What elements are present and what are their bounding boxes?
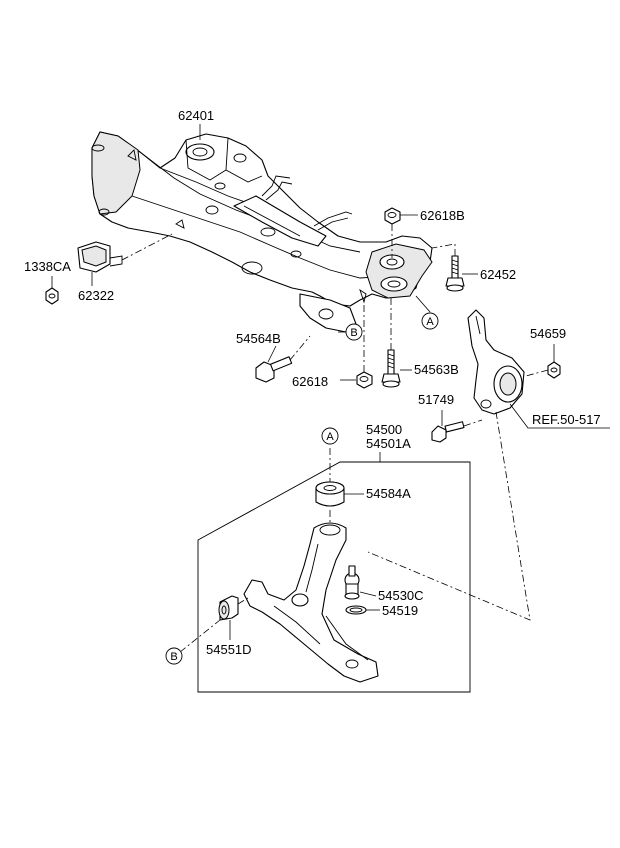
bolt-51749-icon [431,421,465,443]
nut-62618b-icon [384,207,401,225]
dash-knuckle-balljoint [367,411,531,621]
nut-62618-icon [356,371,373,389]
label-54530c: 54530C [378,588,424,603]
label-1338ca: 1338CA [24,259,71,274]
label-54659: 54659 [530,326,566,341]
marker-b-subframe: B [338,323,363,341]
bolt-62452-icon [445,255,465,292]
label-54501a: 54501A [366,436,411,451]
crossmember-subframe [91,131,433,333]
bushing-54551d-icon [218,595,239,621]
marker-b-lower-arm: B [165,647,183,665]
dash-54551d-arm [237,597,249,605]
leader-ref [509,403,610,429]
dash-62322 [121,233,173,261]
label-54564b: 54564B [236,331,281,346]
dash-54564b [289,335,311,361]
dash-b-bushing [179,619,221,653]
snap-ring-54519-icon [345,605,367,615]
label-62401: 62401 [178,108,214,123]
label-ref-50-517: REF.50-517 [532,412,601,427]
dash-54659 [525,369,549,377]
svg-text:B: B [170,651,177,663]
leader-54564b [267,345,277,363]
label-54500: 54500 [366,422,402,437]
nut-1338ca-icon [45,287,59,305]
label-54519: 54519 [382,603,418,618]
dash-51749 [463,419,483,427]
dash-62452 [431,243,456,256]
svg-text:B: B [350,327,357,339]
ball-joint-54530c-icon [344,565,360,600]
label-62618: 62618 [292,374,328,389]
nut-54659-icon [547,361,561,379]
steering-knuckle-icon [467,309,525,415]
marker-a-lower-arm: A [321,427,339,445]
label-62322: 62322 [78,288,114,303]
bushing-54584a-icon [315,481,345,507]
svg-text:A: A [326,431,334,443]
lower-control-arm-icon [243,522,379,683]
leader-54530c [359,591,377,597]
label-62452: 62452 [480,267,516,282]
label-54584a: 54584A [366,486,411,501]
label-51749: 51749 [418,392,454,407]
svg-text:A: A [426,316,434,328]
lower-arm-assembly-box [197,461,471,693]
label-54563b: 54563B [414,362,459,377]
label-62618b: 62618B [420,208,465,223]
mount-bracket-62322-icon [77,241,123,273]
label-54551d: 54551D [206,642,252,657]
bolt-54563b-icon [381,349,401,388]
marker-a-subframe: A [415,295,439,330]
bolt-54564b-icon [255,356,293,383]
